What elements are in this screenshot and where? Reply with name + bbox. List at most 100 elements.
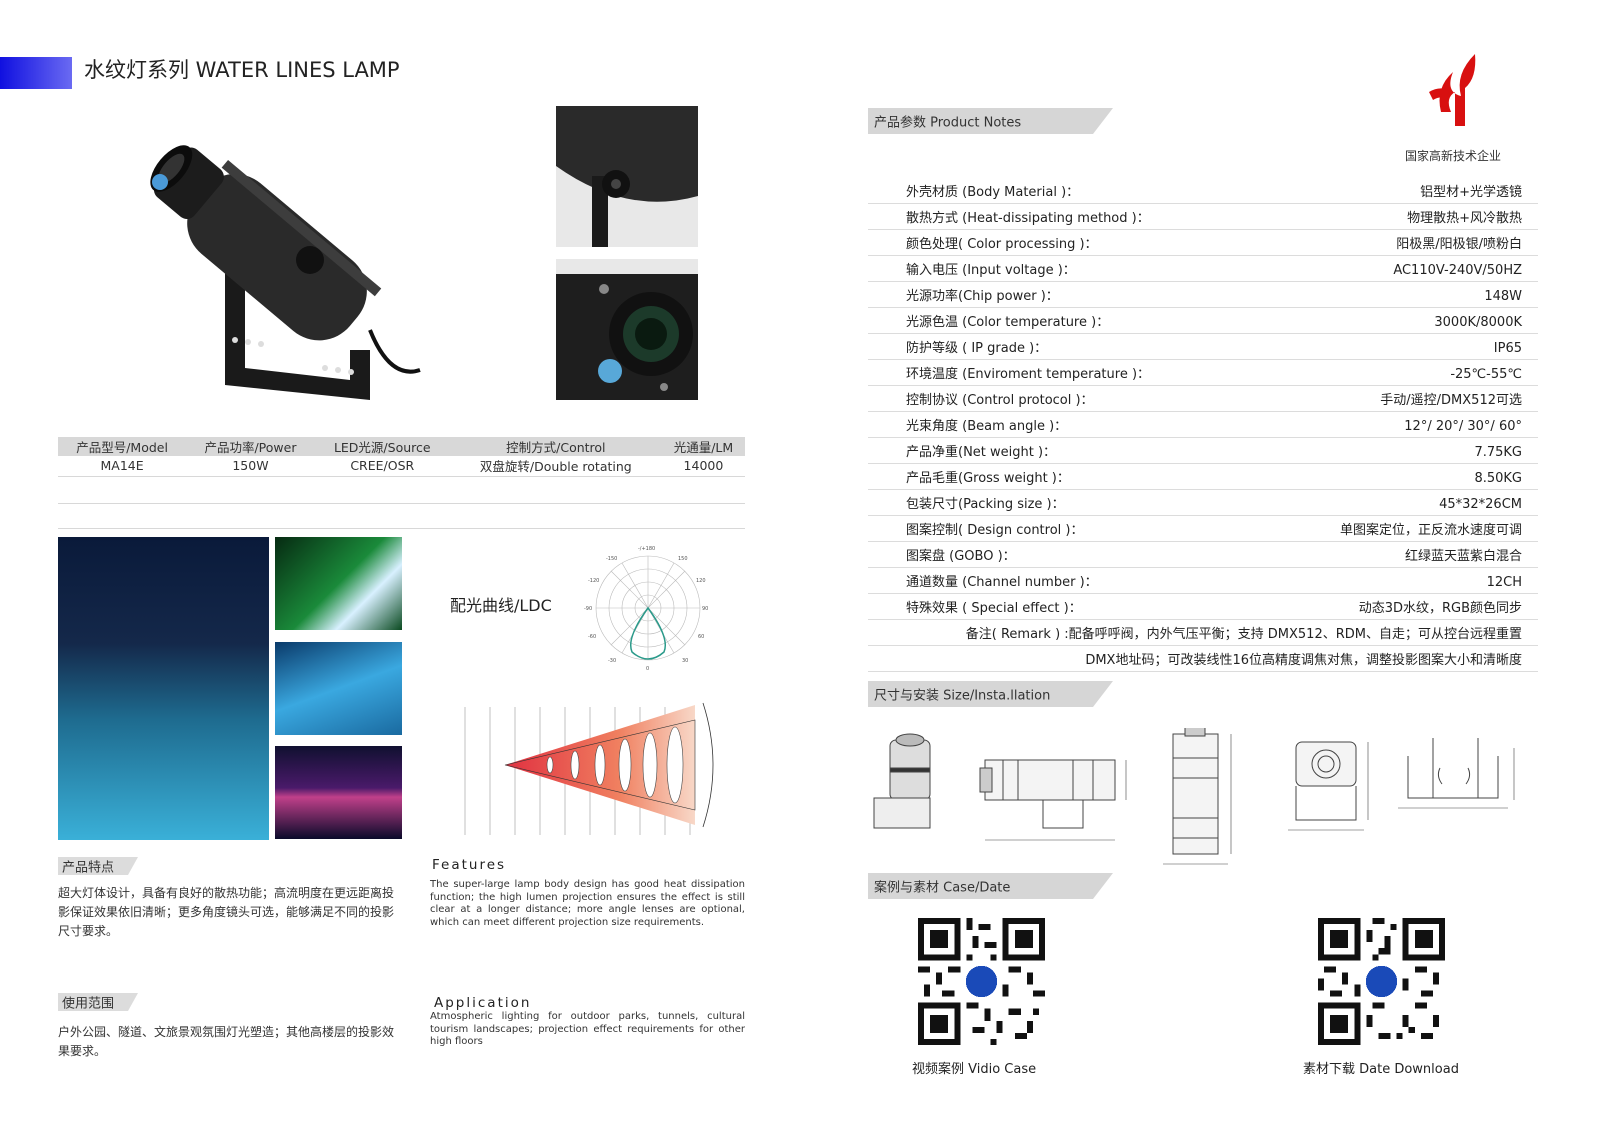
param-row: 散热方式 (Heat-dissipating method )： 物理散热+风冷散… [868, 204, 1538, 230]
param-row: 外壳材质 (Body Material )：铝型材+光学透镜 [868, 178, 1538, 204]
param-row: 通道数量 (Channel number )：12CH [868, 568, 1538, 594]
param-label: 颜色处理( Color processing )： [906, 237, 1098, 252]
spec-header-source: LED光源/Source [314, 437, 450, 456]
param-row: 特殊效果 ( Special effect )： 动态3D水纹，RGB颜色同步 [868, 594, 1538, 620]
ldc-angle-label: -150 [606, 556, 617, 562]
param-value: 动态3D水纹，RGB颜色同步 [1358, 601, 1522, 616]
ldc-angle-label: 90 [702, 606, 708, 612]
param-row: 产品净重(Net weight )：7.75KG [868, 438, 1538, 464]
param-row: 环境温度 (Enviroment temperature )：-25℃-55℃ [868, 360, 1538, 386]
company-caption: 国家高新技术企业 [1405, 149, 1502, 163]
ldc-angle-top: -/+180 [638, 546, 655, 552]
param-label: 特殊效果 ( Special effect )： [906, 601, 1082, 616]
param-row: 控制协议 (Control protocol )： 手动/遥控/DMX512可选 [868, 386, 1538, 412]
param-row: 光源功率(Chip power )： 148W [868, 282, 1538, 308]
features-text-en: The super-large lamp body design has goo… [430, 879, 745, 928]
param-label: 图案控制( Design control )： [906, 523, 1084, 538]
param-row: 防护等级 ( IP grade )：IP65 [868, 334, 1538, 360]
param-remark-line-1: 备注( Remark ) :配备呼呼阀，内外气压平衡；支持 DMX512、RDM… [965, 627, 1522, 642]
param-value: 单图案定位，正反流水速度可调 [1339, 523, 1522, 538]
page-title: 水纹灯系列 WATER LINES LAMP [84, 58, 400, 82]
param-remark-row-2: DMX地址码；可改装线性16位高精度调焦对焦，调整投影图案大小和清晰度 [868, 646, 1538, 672]
param-value: 手动/遥控/DMX512可选 [1380, 393, 1522, 408]
company-logo [1425, 52, 1485, 130]
installation-tag-label: 尺寸与安装 Size/Insta.llation [874, 688, 1051, 704]
features-tag: 产品特点 [58, 857, 138, 875]
spec-cell-lumen: 14000 [661, 456, 745, 477]
product-detail-photo-bracket [556, 106, 698, 247]
param-value: 45*32*26CM [1439, 497, 1522, 512]
application-tag: 使用范围 [58, 993, 138, 1011]
param-value: -25℃-55℃ [1450, 367, 1522, 382]
spec-cell-model: MA14E [58, 456, 187, 477]
beam-projection-diagram [455, 695, 745, 845]
spec-header-lumen: 光通量/LM [661, 437, 745, 456]
application-tag-label: 使用范围 [62, 996, 115, 1012]
spec-header-model: 产品型号/Model [58, 437, 187, 456]
iso-view-drawing [873, 733, 931, 829]
product-notes-tag: 产品参数 Product Notes [868, 108, 1113, 134]
ldc-angle-label: 0 [646, 666, 649, 672]
param-label: 输入电压 (Input voltage )： [906, 263, 1076, 278]
param-value: AC110V-240V/50HZ [1393, 263, 1522, 278]
param-value: 物理散热+风冷散热 [1407, 211, 1522, 226]
bracket-drawing [1398, 738, 1515, 809]
param-label: 散热方式 (Heat-dissipating method )： [906, 211, 1150, 226]
ldc-angle-label: 30 [682, 658, 688, 664]
product-detail-photo-lens [556, 259, 698, 400]
spec-cell-control: 双盘旋转/Double rotating [449, 456, 662, 477]
param-remark-line-2: DMX地址码；可改装线性16位高精度调焦对焦，调整投影图案大小和清晰度 [1085, 653, 1522, 668]
product-main-photo [120, 100, 440, 410]
param-row: 颜色处理( Color processing )：阳极黑/阳极银/喷粉白 [868, 230, 1538, 256]
qr-caption-date-download: 素材下载 Date Download [1303, 1062, 1459, 1077]
qr-code-video-case[interactable] [918, 918, 1045, 1045]
ldc-angle-label: 60 [698, 634, 704, 640]
installation-drawings [868, 725, 1540, 873]
ldc-angle-label: -90 [584, 606, 592, 612]
spec-header-power: 产品功率/Power [186, 437, 315, 456]
application-heading-en: Application [434, 995, 532, 1011]
param-label: 控制协议 (Control protocol )： [906, 393, 1094, 408]
param-value: 红绿蓝天蓝紫白混合 [1404, 549, 1522, 564]
param-value: 3000K/8000K [1434, 315, 1522, 330]
param-label: 通道数量 (Channel number )： [906, 575, 1098, 590]
param-label: 产品净重(Net weight )： [906, 445, 1057, 460]
end-view-drawing [1288, 741, 1369, 831]
param-value: 148W [1484, 289, 1522, 304]
features-text-cn: 超大灯体设计，具备有良好的散热功能；高流明度在更远距离投影保证效果依旧清晰；更多… [58, 886, 395, 938]
param-row: 包装尺寸(Packing size )： 45*32*26CM [868, 490, 1538, 516]
features-tag-label: 产品特点 [62, 860, 115, 876]
cases-tag: 案例与素材 Case/Date [868, 873, 1113, 899]
side-view-drawing [979, 759, 1127, 841]
param-label: 包装尺寸(Packing size )： [906, 497, 1065, 512]
front-view-drawing [1163, 725, 1232, 865]
ldc-angle-label: -120 [588, 578, 599, 584]
installation-tag: 尺寸与安装 Size/Insta.llation [868, 681, 1113, 707]
spec-cell-power: 150W [186, 456, 315, 477]
cases-tag-label: 案例与素材 Case/Date [874, 880, 1011, 896]
param-row: 产品毛重(Gross weight )：8.50KG [868, 464, 1538, 490]
ldc-polar-diagram: -/+180 -150 150 -120 120 -90 90 -60 60 -… [578, 542, 718, 672]
ldc-label: 配光曲线/LDC [450, 596, 552, 615]
spec-header-control: 控制方式/Control [449, 437, 662, 456]
product-notes-tag-label: 产品参数 Product Notes [874, 115, 1022, 131]
qr-code-date-download[interactable] [1318, 918, 1445, 1045]
ldc-angle-label: -30 [608, 658, 616, 664]
scene-photo-riverside [58, 537, 269, 840]
features-heading-en: Features [432, 857, 507, 873]
spec-table-row: MA14E 150W CREE/OSR 双盘旋转/Double rotating… [58, 456, 745, 477]
param-label: 光源功率(Chip power )： [906, 289, 1059, 304]
scene-photo-water [275, 642, 402, 735]
param-value: 铝型材+光学透镜 [1420, 185, 1522, 200]
scene-photo-flowers [275, 537, 402, 630]
application-text-cn: 户外公园、隧道、文旅景观氛围灯光塑造；其他高楼层的投影效果要求。 [58, 1025, 395, 1058]
param-row: 输入电压 (Input voltage )： AC110V-240V/50HZ [868, 256, 1538, 282]
param-row: 图案控制( Design control )： 单图案定位，正反流水速度可调 [868, 516, 1538, 542]
spec-table: 产品型号/Model 产品功率/Power LED光源/Source 控制方式/… [58, 437, 745, 477]
param-label: 图案盘 (GOBO )： [906, 549, 1016, 564]
param-label: 光源色温 (Color temperature )： [906, 315, 1110, 330]
application-text-en: Atmospheric lighting for outdoor parks, … [430, 1011, 745, 1047]
ldc-angle-label: -60 [588, 634, 596, 640]
qr-caption-video-case: 视频案例 Vidio Case [912, 1062, 1037, 1077]
scene-photo-bridge [275, 746, 402, 839]
